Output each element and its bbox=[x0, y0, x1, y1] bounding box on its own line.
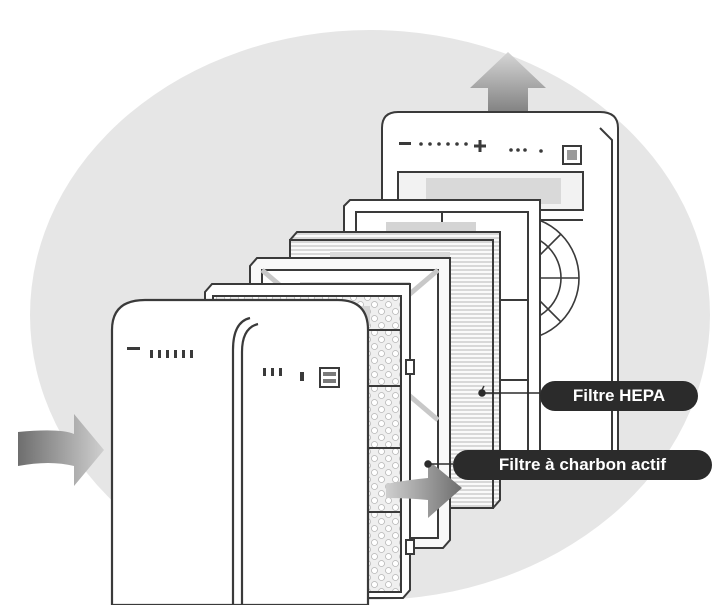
hepa-filter-label: Filtre HEPA bbox=[540, 381, 698, 411]
front-panel bbox=[112, 300, 368, 605]
minus-icon bbox=[399, 142, 411, 145]
carbon-filter-label: Filtre à charbon actif bbox=[453, 450, 712, 480]
